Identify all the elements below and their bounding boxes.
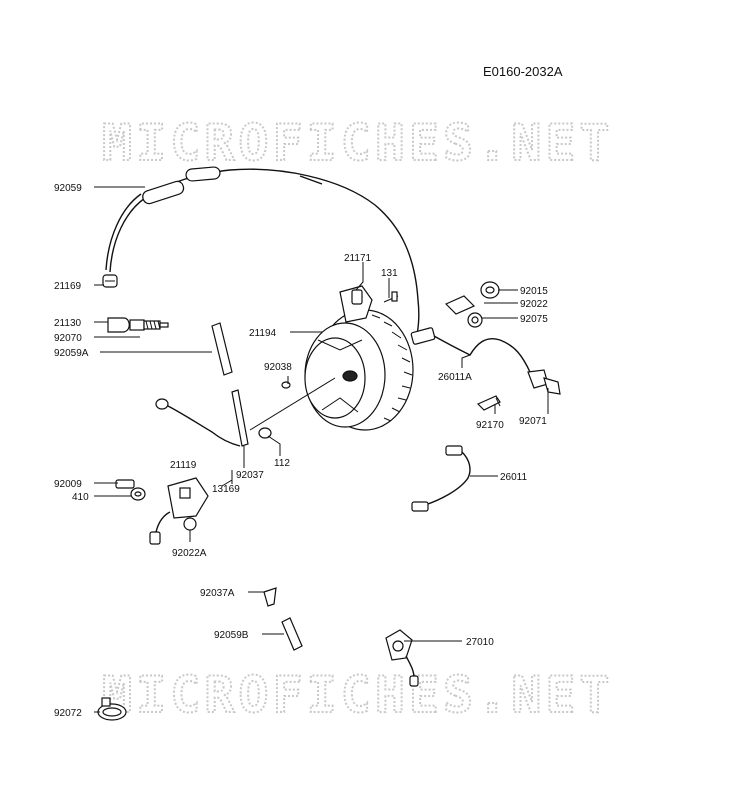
stop-switch-21119	[149, 477, 209, 545]
bolt-92038	[281, 381, 291, 389]
bolt-and-washer	[115, 479, 146, 501]
watermark-top: MICROFICHES.NET	[102, 114, 614, 172]
flywheel-magneto	[249, 309, 414, 431]
ignition-coil-and-bolt	[339, 285, 399, 323]
label-92059: 92059	[54, 183, 82, 194]
connector-92071	[527, 369, 561, 395]
label-26011: 26011	[500, 472, 528, 483]
clamp-and-tube-lower	[263, 587, 303, 651]
label-92059b: 92059B	[214, 630, 249, 641]
part-labels: 92059 21169 21130 92070 92059A 21171 131…	[54, 183, 548, 719]
label-92037a: 92037A	[200, 588, 235, 599]
label-92015: 92015	[520, 286, 548, 297]
label-21194: 21194	[249, 328, 277, 339]
label-410: 410	[72, 492, 89, 503]
switch-27010	[385, 629, 419, 687]
label-21169: 21169	[54, 281, 82, 292]
watermark-bottom: MICROFICHES.NET	[102, 666, 614, 724]
label-92071: 92071	[519, 416, 547, 427]
label-27010: 27010	[466, 637, 494, 648]
nuts-and-grommets	[444, 281, 500, 328]
bracket-92170	[476, 395, 501, 411]
plug-cap-and-spark-plug	[107, 317, 169, 333]
label-13169: 13169	[212, 484, 240, 495]
lead-wire-26011	[411, 445, 471, 512]
label-92075: 92075	[520, 314, 548, 325]
high-tension-cord	[105, 166, 420, 341]
label-92037: 92037	[236, 470, 264, 481]
label-131: 131	[381, 268, 398, 279]
label-92022a: 92022A	[172, 548, 207, 559]
label-92059a: 92059A	[54, 348, 89, 359]
label-21119: 21119	[170, 460, 197, 471]
label-21171: 21171	[344, 253, 372, 264]
leader-lines	[94, 186, 549, 713]
label-92070: 92070	[54, 333, 82, 344]
label-92072: 92072	[54, 708, 82, 719]
label-21130: 21130	[54, 318, 82, 329]
drawing-id: E0160-2032A	[483, 64, 563, 79]
plug-cap-small	[102, 274, 118, 288]
tube-92059a	[211, 322, 233, 376]
label-92038: 92038	[264, 362, 292, 373]
label-112: 112	[274, 458, 290, 469]
label-92022: 92022	[520, 299, 548, 310]
label-26011a: 26011A	[438, 372, 472, 383]
label-92170: 92170	[476, 420, 504, 431]
lead-wire-26011a	[410, 327, 531, 373]
label-92009: 92009	[54, 479, 82, 490]
ground-lead-wire	[155, 389, 272, 447]
